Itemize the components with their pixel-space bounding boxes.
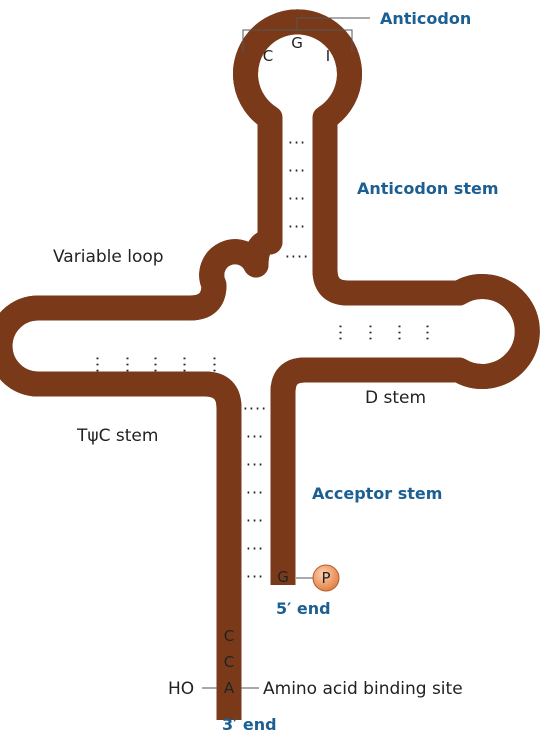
anticodon-base-2: G <box>291 34 303 52</box>
cca-base-2: C <box>224 653 234 671</box>
tpsic-stem-pairing: ··· ··· ··· ··· ··· <box>88 356 224 374</box>
svg-text:···: ··· <box>418 324 437 342</box>
d-stem-label: D stem <box>365 388 426 408</box>
anticodon-stem-label: Anticodon stem <box>357 179 498 198</box>
svg-text:···: ··· <box>118 356 137 374</box>
acceptor-stem-pairing: ···· ··· ··· ··· ··· ··· ··· <box>243 399 267 586</box>
svg-text:····: ···· <box>285 247 309 266</box>
anticodon-stem-pairing: ··· ··· ··· ··· ···· <box>285 133 309 266</box>
tpsic-stem-label: TψC stem <box>76 426 158 446</box>
phosphate-label: P <box>321 569 330 587</box>
anticodon-base-3: I <box>326 47 330 65</box>
ho-label: HO <box>168 679 194 699</box>
phosphate-icon <box>312 564 340 592</box>
svg-text:···: ··· <box>331 324 350 342</box>
cca-base-3: A <box>224 679 235 697</box>
acceptor-g-base: G <box>277 568 289 586</box>
d-stem-pairing: ··· ··· ··· ··· <box>331 324 437 342</box>
svg-text:···: ··· <box>146 356 165 374</box>
trna-strand <box>0 22 527 720</box>
svg-text:···: ··· <box>175 356 194 374</box>
anticodon-label: Anticodon <box>380 9 471 28</box>
svg-text:···: ··· <box>390 324 409 342</box>
anticodon-leader-line <box>296 17 370 30</box>
svg-text:···: ··· <box>246 539 264 558</box>
acceptor-stem-label: Acceptor stem <box>312 484 442 503</box>
svg-text:···: ··· <box>246 567 264 586</box>
five-prime-end-label: 5′ end <box>276 599 331 618</box>
svg-text:···: ··· <box>246 455 264 474</box>
amino-acid-binding-site-label: Amino acid binding site <box>263 679 463 699</box>
svg-text:···: ··· <box>288 189 306 208</box>
variable-loop-label: Variable loop <box>53 247 164 267</box>
svg-text:····: ···· <box>243 399 267 418</box>
svg-text:···: ··· <box>246 427 264 446</box>
svg-text:···: ··· <box>361 324 380 342</box>
svg-text:···: ··· <box>246 483 264 502</box>
svg-text:···: ··· <box>288 133 306 152</box>
three-prime-end-label: 3′ end <box>222 715 277 734</box>
svg-text:···: ··· <box>288 161 306 180</box>
cca-base-1: C <box>224 627 234 645</box>
svg-text:···: ··· <box>246 511 264 530</box>
svg-text:···: ··· <box>205 356 224 374</box>
svg-text:···: ··· <box>88 356 107 374</box>
anticodon-base-1: C <box>263 47 273 65</box>
svg-text:···: ··· <box>288 217 306 236</box>
